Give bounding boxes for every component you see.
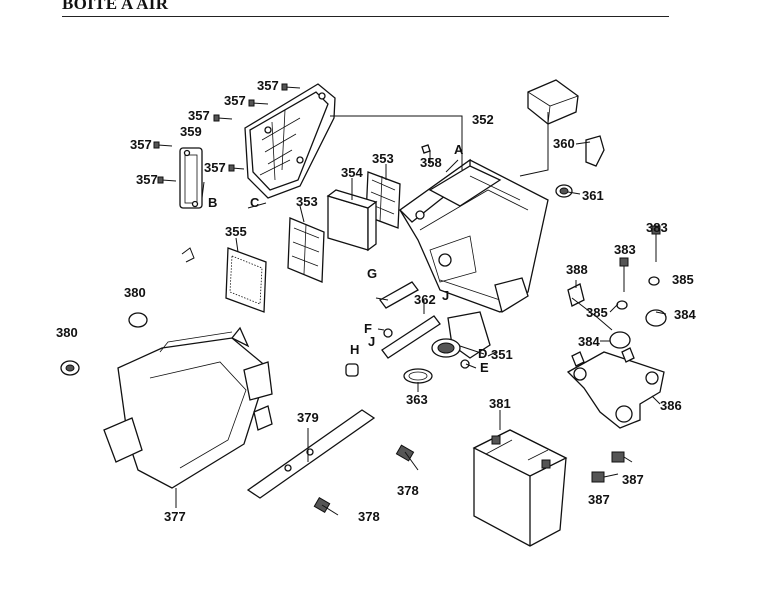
label-355: 355 [225,224,247,239]
label-383: 383 [614,242,636,257]
label-384: 384 [674,307,696,322]
label-386: 386 [660,398,682,413]
label-378: 378 [397,483,419,498]
breather-hoses [345,281,470,377]
label-f: F [364,321,372,336]
label-357: 357 [130,137,152,152]
label-383: 383 [646,220,668,235]
label-357-extra: 357 [204,160,226,175]
label-351: 351 [491,347,513,362]
air-box-body-351 [398,158,549,314]
label-354: 354 [341,165,363,180]
label-388: 388 [566,262,588,277]
label-g: G [367,266,377,281]
label-353: 353 [372,151,394,166]
callout-labels: 357 357 357 357 357 357 359 B C 352 A 35… [56,78,696,524]
label-361: 361 [582,188,604,203]
label-358: 358 [420,155,442,170]
screw-358 [421,144,431,154]
label-h: H [350,342,359,357]
label-378: 378 [358,509,380,524]
label-d: D [478,346,487,361]
label-357: 357 [257,78,279,93]
screw-357-set [153,83,301,184]
label-c: C [250,195,260,210]
battery-381 [472,429,568,547]
grommet-361 [555,184,573,198]
bracket-386 [566,347,665,429]
label-387: 387 [588,492,610,507]
filter-355 [225,247,267,313]
grommet-380 [60,312,148,376]
label-387: 387 [622,472,644,487]
label-362: 362 [414,292,436,307]
label-j: J [368,334,375,349]
label-385: 385 [672,272,694,287]
filter-353-lower [287,217,325,283]
label-381: 381 [489,396,511,411]
label-360: 360 [553,136,575,151]
intake-duct [431,311,491,359]
title-rule [62,16,669,17]
label-379: 379 [297,410,319,425]
box-360 [527,79,579,125]
label-j: J [442,288,449,303]
page-title: BOITE A AIR [62,0,169,13]
label-359: 359 [180,124,202,139]
air-box-lid-352 [244,83,336,199]
label-b: B [208,195,217,210]
label-352: 352 [472,112,494,127]
label-384: 384 [578,334,600,349]
label-357: 357 [188,108,210,123]
label-357: 357 [224,93,246,108]
clip-small [181,247,195,263]
label-353: 353 [296,194,318,209]
bolt-387 [591,451,633,483]
label-e: E [480,360,489,375]
label-380: 380 [124,285,146,300]
battery-tray-377 [103,326,273,489]
hose-clamp-363 [403,368,433,384]
label-380: 380 [56,325,78,340]
bracket-359 [179,147,203,209]
small-hardware [567,225,667,349]
label-357: 357 [136,172,158,187]
label-385: 385 [586,305,608,320]
elbow-360 [585,135,605,167]
leader-lines [175,112,667,508]
label-363: 363 [406,392,428,407]
label-a: A [454,142,464,157]
label-377: 377 [164,509,186,524]
bolt-378 [313,444,419,516]
